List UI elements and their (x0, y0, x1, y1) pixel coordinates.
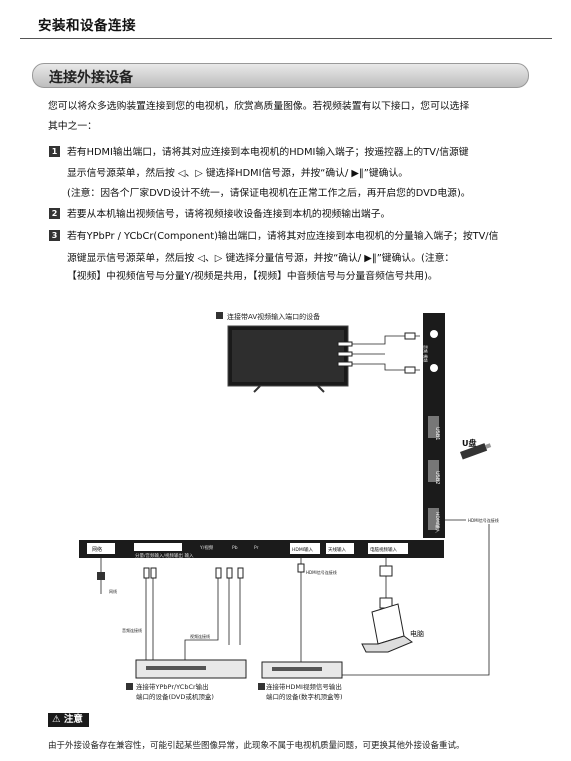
side-hdmi-label: HDMI输入 (434, 512, 441, 534)
y-port-label: Y/视频 (199, 544, 214, 551)
usb-label: U盘 (462, 438, 477, 448)
av-device-label: 连接带AV视频输入端口的设备 (227, 312, 320, 321)
usb-stick (460, 443, 492, 460)
side-av-label: 音频 视频 (423, 345, 429, 362)
pc-label: 电脑 (410, 629, 424, 638)
tv-illustration (227, 325, 349, 393)
usb1-port (428, 416, 439, 438)
intro-line-2: 其中之一： (48, 121, 97, 132)
banner-title: 连接外接设备 (49, 70, 133, 86)
item-1-line-3: (注意：因各个厂家DVD设计不统一，请保证电视机在正常工作之后，再开启您的DVD… (67, 188, 471, 199)
hdmi-port (290, 543, 320, 554)
pr-port-label: Pr (254, 545, 259, 551)
video-cable-label: 视频连接线 (190, 633, 210, 639)
pc-port-label: 电脑视频输入 (370, 546, 397, 553)
side-av-jack-1 (430, 330, 438, 338)
set-top-box (261, 661, 343, 679)
header-rule (20, 38, 552, 39)
net-cable-label: 网线 (109, 588, 117, 594)
laptop-illustration (361, 603, 413, 653)
antenna-port (326, 543, 354, 554)
hdmi-plug (297, 563, 305, 573)
av-plugs (337, 341, 353, 367)
antenna-port-label: 天线输入 (328, 546, 346, 553)
hdmi-port-label: HDMI输入 (292, 546, 314, 553)
dvd-label-1: 连接带YPbPr/YCbCr输出 (136, 682, 209, 691)
comp-port-label: 分量/音频输入/视频输出 输入 (135, 552, 194, 559)
item-3-line-1: 若有YPbPr / YCbCr(Component)输出端口，请将其对应连接到本… (67, 231, 499, 242)
intro-line-1: 您可以将众多选购装置连接到您的电视机，欣赏高质量图像。若视频装置有以下接口，您可… (48, 101, 470, 112)
usb2-port (428, 460, 439, 482)
bullet-1: 1 (49, 146, 60, 157)
usb1-label: USB1 (434, 427, 440, 440)
section-header: 安装和设备连接 (38, 18, 136, 34)
av-plug-heads (404, 332, 416, 374)
component-cables (145, 578, 241, 665)
stb-bullet (258, 683, 265, 690)
usb2-label: USB2 (434, 471, 440, 484)
hdmi-cable-label: HDMI信号连接线 (306, 569, 337, 575)
av-cable (352, 335, 420, 371)
vga-plug-top (379, 565, 393, 577)
item-2-line-1: 若要从本机输出视频信号，请将视频接收设备连接到本机的视频输出端子。 (67, 209, 391, 220)
stb-label-1: 连接带HDMI视频信号输出 (266, 682, 342, 691)
comp-port (134, 543, 182, 551)
bullet-3: 3 (49, 230, 60, 241)
dvd-bullet (126, 683, 133, 690)
note-text: 由于外接设备存在兼容性，可能引起某些图像异常，此现象不属于电视机质量问题，可更换… (48, 741, 465, 751)
pc-port (368, 543, 408, 554)
stb-label-2: 端口的设备(数字机顶盒等) (266, 692, 343, 701)
item-3-line-3: 【视频】中视频信号与分量Y/视频是共用，【视频】中音频信号与分量音频信号共用)。 (67, 271, 438, 282)
side-hdmi-port (428, 508, 439, 530)
av-bullet (216, 312, 223, 319)
net-port (87, 543, 115, 554)
note-title-text: 注意 (63, 714, 83, 725)
audio-cable-label: 音频连接线 (122, 627, 142, 633)
bullet-2: 2 (49, 208, 60, 219)
item-1-line-1: 若有HDMI输出端口，请将其对应连接到本电视机的HDMI输入端子；按遥控器上的T… (67, 147, 469, 158)
item-1-line-2: 显示信号源菜单，然后按 ◁、▷ 键选择HDMI信号源，并按“确认/ ▶‖”键确认… (67, 168, 409, 179)
item-3-line-2: 源键显示信号源菜单，然后按 ◁、▷ 键选择分量信号源，并按“确认/ ▶‖”键确认… (67, 253, 455, 264)
side-hdmi-cable-label: HDMI信号连接线 (468, 517, 499, 523)
net-port-label: 网络 (92, 546, 102, 553)
dvd-player (135, 659, 247, 679)
side-av-jack-2 (430, 364, 438, 372)
net-plug (97, 572, 105, 580)
pb-port-label: Pb (232, 545, 238, 551)
stb-side-cable (330, 524, 490, 676)
note-title: ⚠ 注意 (48, 713, 89, 727)
dvd-label-2: 端口的设备(DVD或机顶盒) (136, 692, 214, 701)
component-plugs (143, 567, 244, 579)
section-banner: 连接外接设备 (32, 63, 529, 88)
